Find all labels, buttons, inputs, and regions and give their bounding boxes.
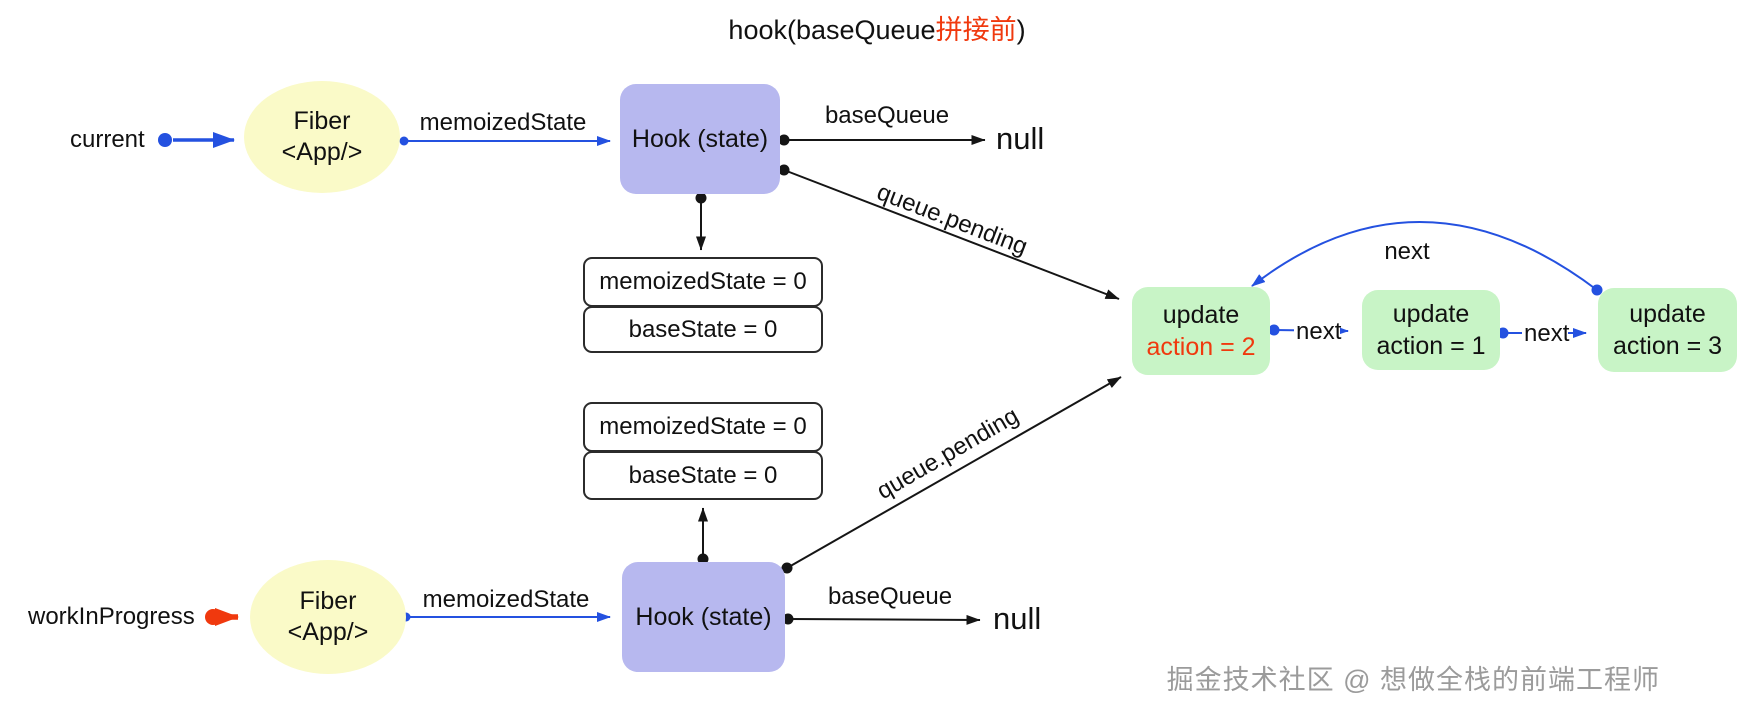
fiber-node-workinprogress: Fiber <App/> [250,560,406,674]
state-box-bottom-base: baseState = 0 [583,451,823,500]
basequeue-bottom-arrow [787,614,981,625]
hook-state-node-top: Hook (state) [620,84,780,194]
memoizedstate-bottom-label: memoizedState [422,586,590,613]
basequeue-top-label: baseQueue [824,102,950,129]
title-suffix: ) [1016,15,1026,45]
title-prefix: hook(baseQueue [728,15,936,45]
basequeue-bottom-label: baseQueue [827,583,953,610]
current-pointer-label: current [70,126,145,153]
state-box-text: memoizedState = 0 [599,413,807,440]
null-bottom-label: null [993,601,1042,636]
hook-state-label: Hook (state) [631,124,769,153]
state-box-top-memoized: memoizedState = 0 [583,257,823,307]
queue-pending-bottom-arrow [786,376,1122,569]
update-node-action: action = 1 [1376,332,1486,360]
update-node-action-1: update action = 1 [1362,290,1500,370]
update-node-title: update [1162,300,1240,329]
title-highlight: 拼接前 [935,15,1017,45]
diagram-title: hook(baseQueue拼接前) [0,8,1754,47]
fiber-node-line2: <App/> [281,138,363,166]
hook-state-label: Hook (state) [635,602,772,631]
update-node-action: action = 3 [1612,332,1723,360]
next-1-2-label: next [1294,318,1342,346]
queue-pending-top-dot [778,164,790,176]
state-box-top-base: baseState = 0 [583,306,823,353]
next-2-3-label: next [1522,320,1570,348]
workinprogress-pointer-dot [205,609,221,625]
state-box-bottom-memoized: memoizedState = 0 [583,402,823,452]
update-node-action-2: update action = 2 [1132,287,1270,375]
memoizedstate-top-dot [399,136,409,146]
fiber-node-line1: Fiber [299,586,357,615]
watermark: 掘金技术社区 @ 想做全栈的前端工程师 [1166,665,1660,695]
next-1-2-dot [1268,324,1280,336]
memoizedstate-top-label: memoizedState [419,109,587,136]
hook-state-node-bottom: Hook (state) [622,562,785,672]
fiber-node-line1: Fiber [293,106,351,135]
state-box-text: memoizedState = 0 [599,268,807,295]
queue-pending-bottom-label: queue.pending [872,402,1024,505]
update-node-action-3: update action = 3 [1598,288,1737,372]
null-top-label: null [996,121,1045,156]
next-loop-label: next [1384,238,1430,265]
current-pointer-dot [158,133,172,147]
basequeue-top-dot [778,134,790,146]
update-node-title: update [1629,299,1706,328]
fiber-node-line2: <App/> [287,618,369,646]
state-box-text: baseState = 0 [628,461,778,489]
workinprogress-pointer-label: workInProgress [28,603,195,630]
fiber-node-current: Fiber <App/> [244,81,400,193]
queue-pending-top-label: queue.pending [873,178,1032,261]
hook-top-state-dot [695,192,707,204]
update-node-title: update [1392,299,1470,328]
state-box-text: baseState = 0 [628,315,778,343]
update-node-action: action = 2 [1146,333,1256,361]
